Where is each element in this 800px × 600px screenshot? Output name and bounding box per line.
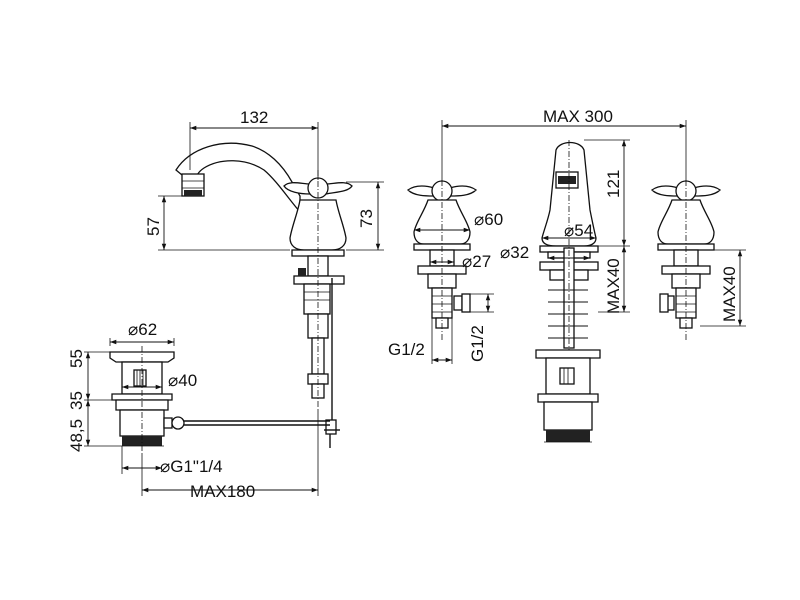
dim-max40-center: MAX40 xyxy=(604,258,623,314)
dim-35: 35 xyxy=(67,391,86,410)
dim-max180: MAX180 xyxy=(190,482,255,501)
waste-view xyxy=(109,346,330,454)
dim-max300: MAX 300 xyxy=(543,107,613,126)
dim-dia-32: ⌀32 xyxy=(500,243,529,262)
three-hole-front-view: MAX 300 ⌀60 ⌀27 G1/2 xyxy=(388,107,746,443)
dim-121: 121 xyxy=(604,170,623,198)
dim-dia-27: ⌀27 xyxy=(462,252,491,271)
dim-dia-60: ⌀60 xyxy=(474,210,503,229)
dim-thread-g114: ⌀G1"1/4 xyxy=(160,457,223,476)
dim-g12: G1/2 xyxy=(388,340,425,359)
dim-48-5: 48,5 xyxy=(67,419,86,452)
right-valve xyxy=(651,180,721,340)
dim-73: 73 xyxy=(357,209,376,228)
dim-57: 57 xyxy=(144,217,163,236)
dim-dia-54: ⌀54 xyxy=(564,221,593,240)
spout xyxy=(175,142,301,214)
dim-max40-right: MAX40 xyxy=(720,266,739,322)
dim-g12-vertical: G1/2 xyxy=(468,325,487,362)
left-valve xyxy=(407,180,477,340)
dim-dia-40: ⌀40 xyxy=(168,371,197,390)
mixer-dimensions: 132 57 73 xyxy=(144,108,384,251)
dim-132: 132 xyxy=(240,108,268,127)
waste-dimensions: ⌀62 ⌀40 55 35 48,5 ⌀G1"1/4 MAX180 xyxy=(67,320,319,501)
mixer-side-view xyxy=(175,142,353,448)
dim-dia-62: ⌀62 xyxy=(128,320,157,339)
center-spout xyxy=(535,140,601,443)
dim-55: 55 xyxy=(67,349,86,368)
